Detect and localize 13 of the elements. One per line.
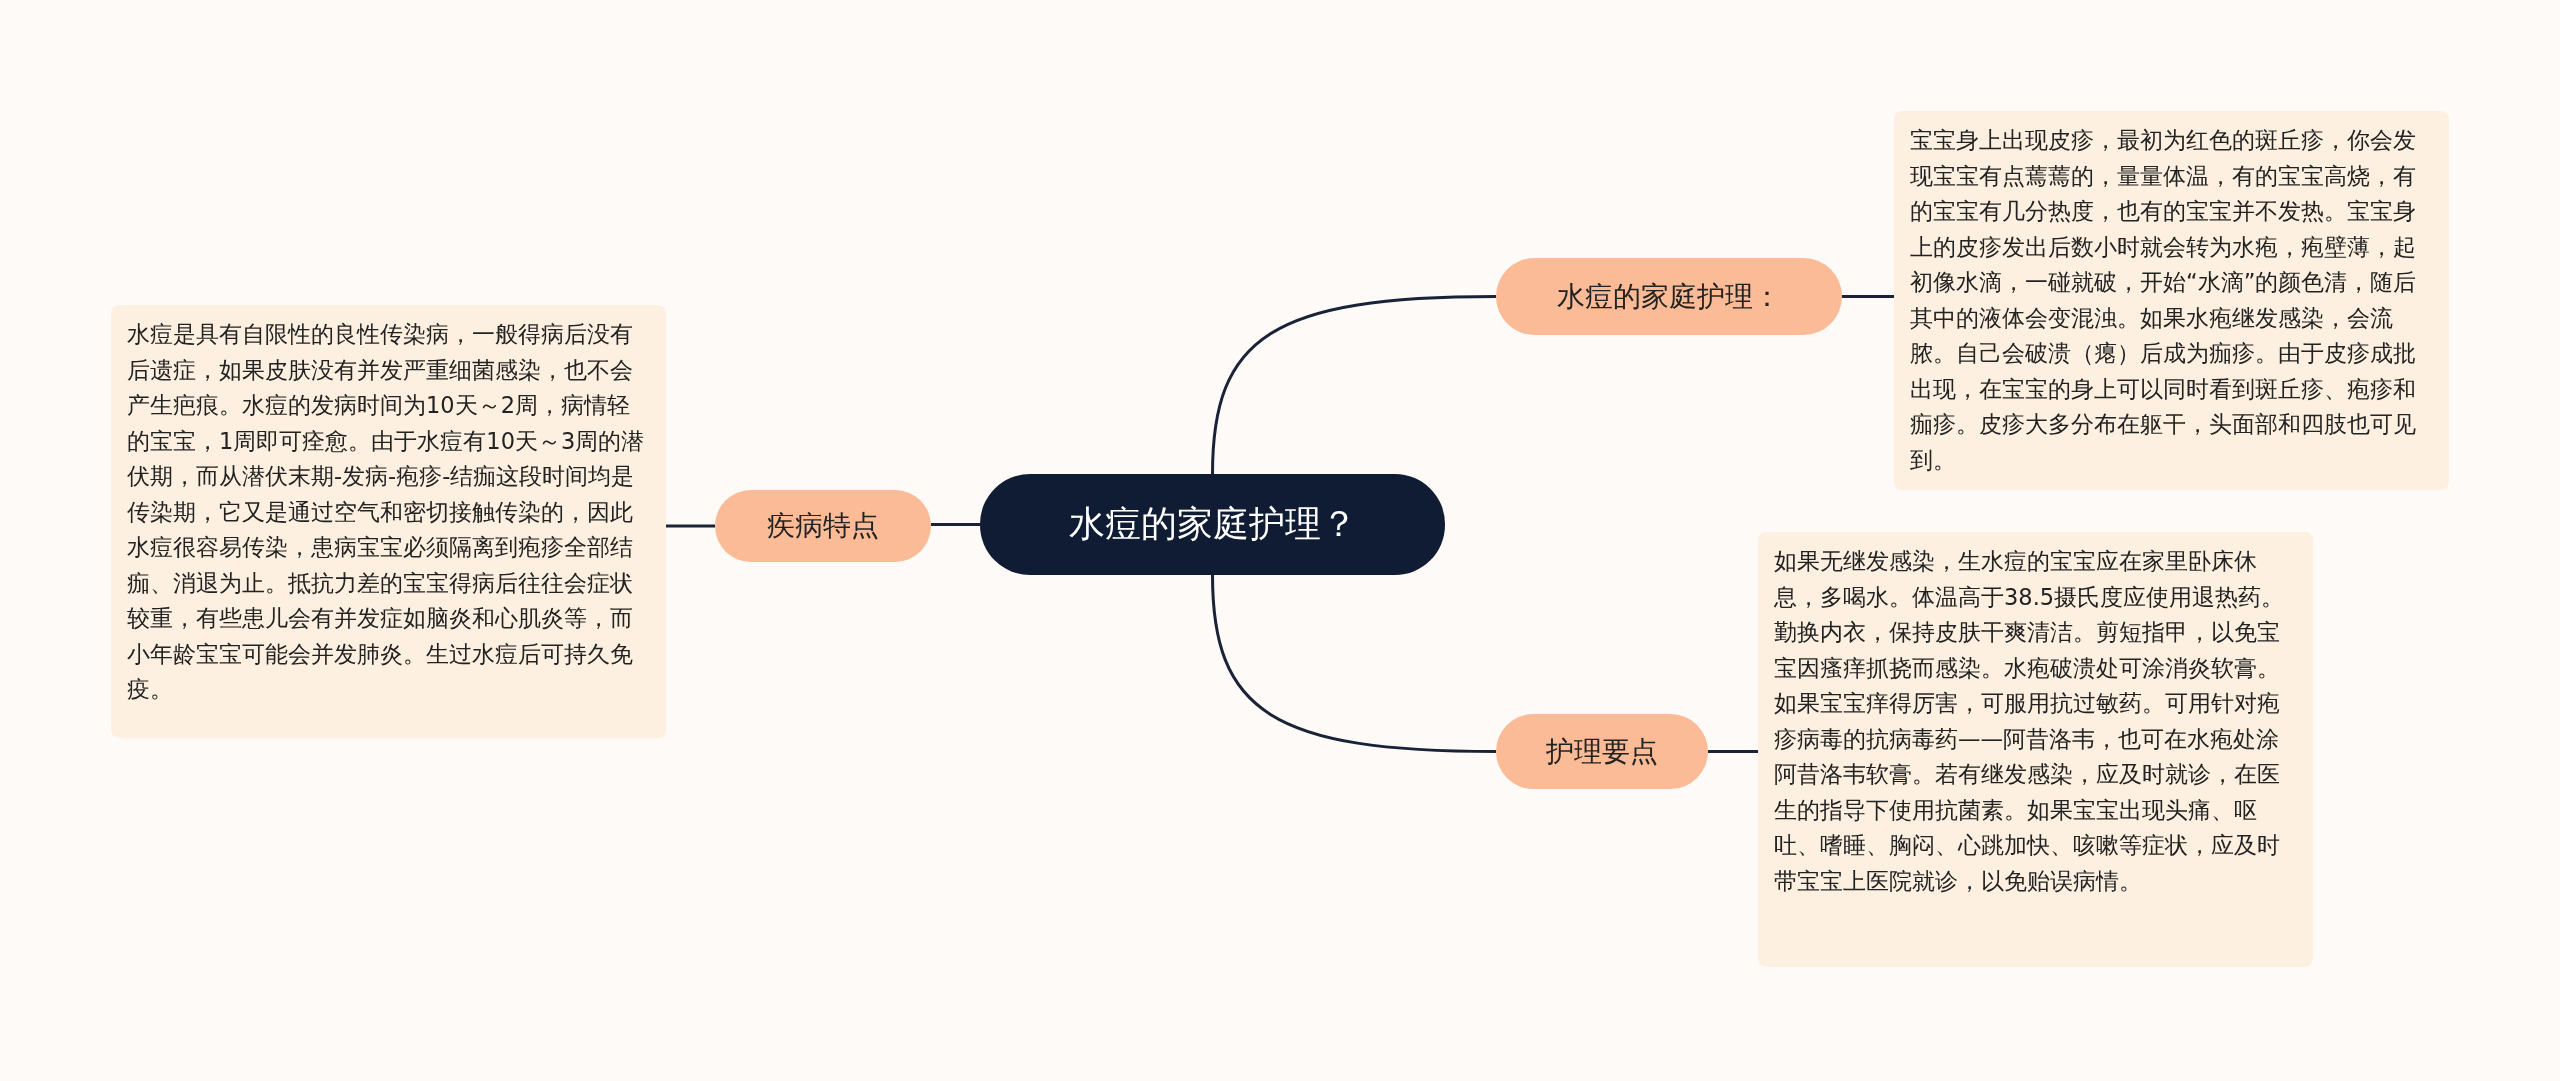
connector-line bbox=[1211, 574, 1497, 753]
branch-box: 水痘的家庭护理： bbox=[1496, 258, 1842, 335]
text-box: 水痘是具有自限性的良性传染病，一般得病后没有后遗症，如果皮肤没有并发严重细菌感染，也不会产生疤痕。水痘的发病时间为10天～2周，病情轻的宝宝，1周即可痊愈。由于水痘有10天～3周的潜伏期，而从潜伏末期-发病-疱疹-结痂这段时间均是传染期，它又是通过空气和密切接触传染的，因此水痘很容易传染，患病宝宝必须隔离到疱疹全部结痂、消退为止。抵抗力差的宝宝得病后往往会症状较重，有些患儿会有并发症如脑炎和心肌炎等，而小年龄宝宝可能会并发肺炎。生过水痘后可持久免疫。 bbox=[111, 305, 666, 738]
topic-box: 水痘的家庭护理？ bbox=[980, 474, 1445, 575]
connector-line bbox=[931, 523, 980, 526]
text-box: 宝宝身上出现皮疹，最初为红色的斑丘疹，你会发现宝宝有点蔫蔫的，量量体温，有的宝宝高烧，有的宝宝有几分热度，也有的宝宝并不发热。宝宝身上的皮疹发出后数小时就会转为水疱，疱壁薄，起初像水滴，一碰就破，开始“水滴”的颜色清，随后其中的液体会变混浊。如果水疱继发感染，会流脓。自己会破溃（瘪）后成为痂疹。由于皮疹成批出现，在宝宝的身上可以同时看到斑丘疹、疱疹和痂疹。皮疹大多分布在躯干，头面部和四肢也可见到。 bbox=[1894, 111, 2449, 490]
connector-line bbox=[1211, 295, 1497, 475]
text-box: 如果无继发感染，生水痘的宝宝应在家里卧床休息，多喝水。体温高于38.5摄氏度应使用退热药。勤换内衣，保持皮肤干爽清洁。剪短指甲，以免宝宝因瘙痒抓挠而感染。水疱破溃处可涂消炎软膏。如果宝宝痒得厉害，可服用抗过敏药。可用针对疱疹病毒的抗病毒药——阿昔洛韦，也可在水疱处涂阿昔洛韦软膏。若有继发感染，应及时就诊，在医生的指导下使用抗菌素。如果宝宝出现头痛、呕吐、嗜睡、胸闷、心跳加快、咳嗽等症状，应及时带宝宝上医院就诊，以免贻误病情。 bbox=[1758, 532, 2313, 967]
connector-line bbox=[666, 524, 715, 528]
branch-box: 疾病特点 bbox=[715, 490, 931, 562]
connector-line bbox=[1842, 295, 1894, 298]
branch-box: 护理要点 bbox=[1496, 714, 1708, 789]
connector-line bbox=[1708, 750, 1758, 753]
